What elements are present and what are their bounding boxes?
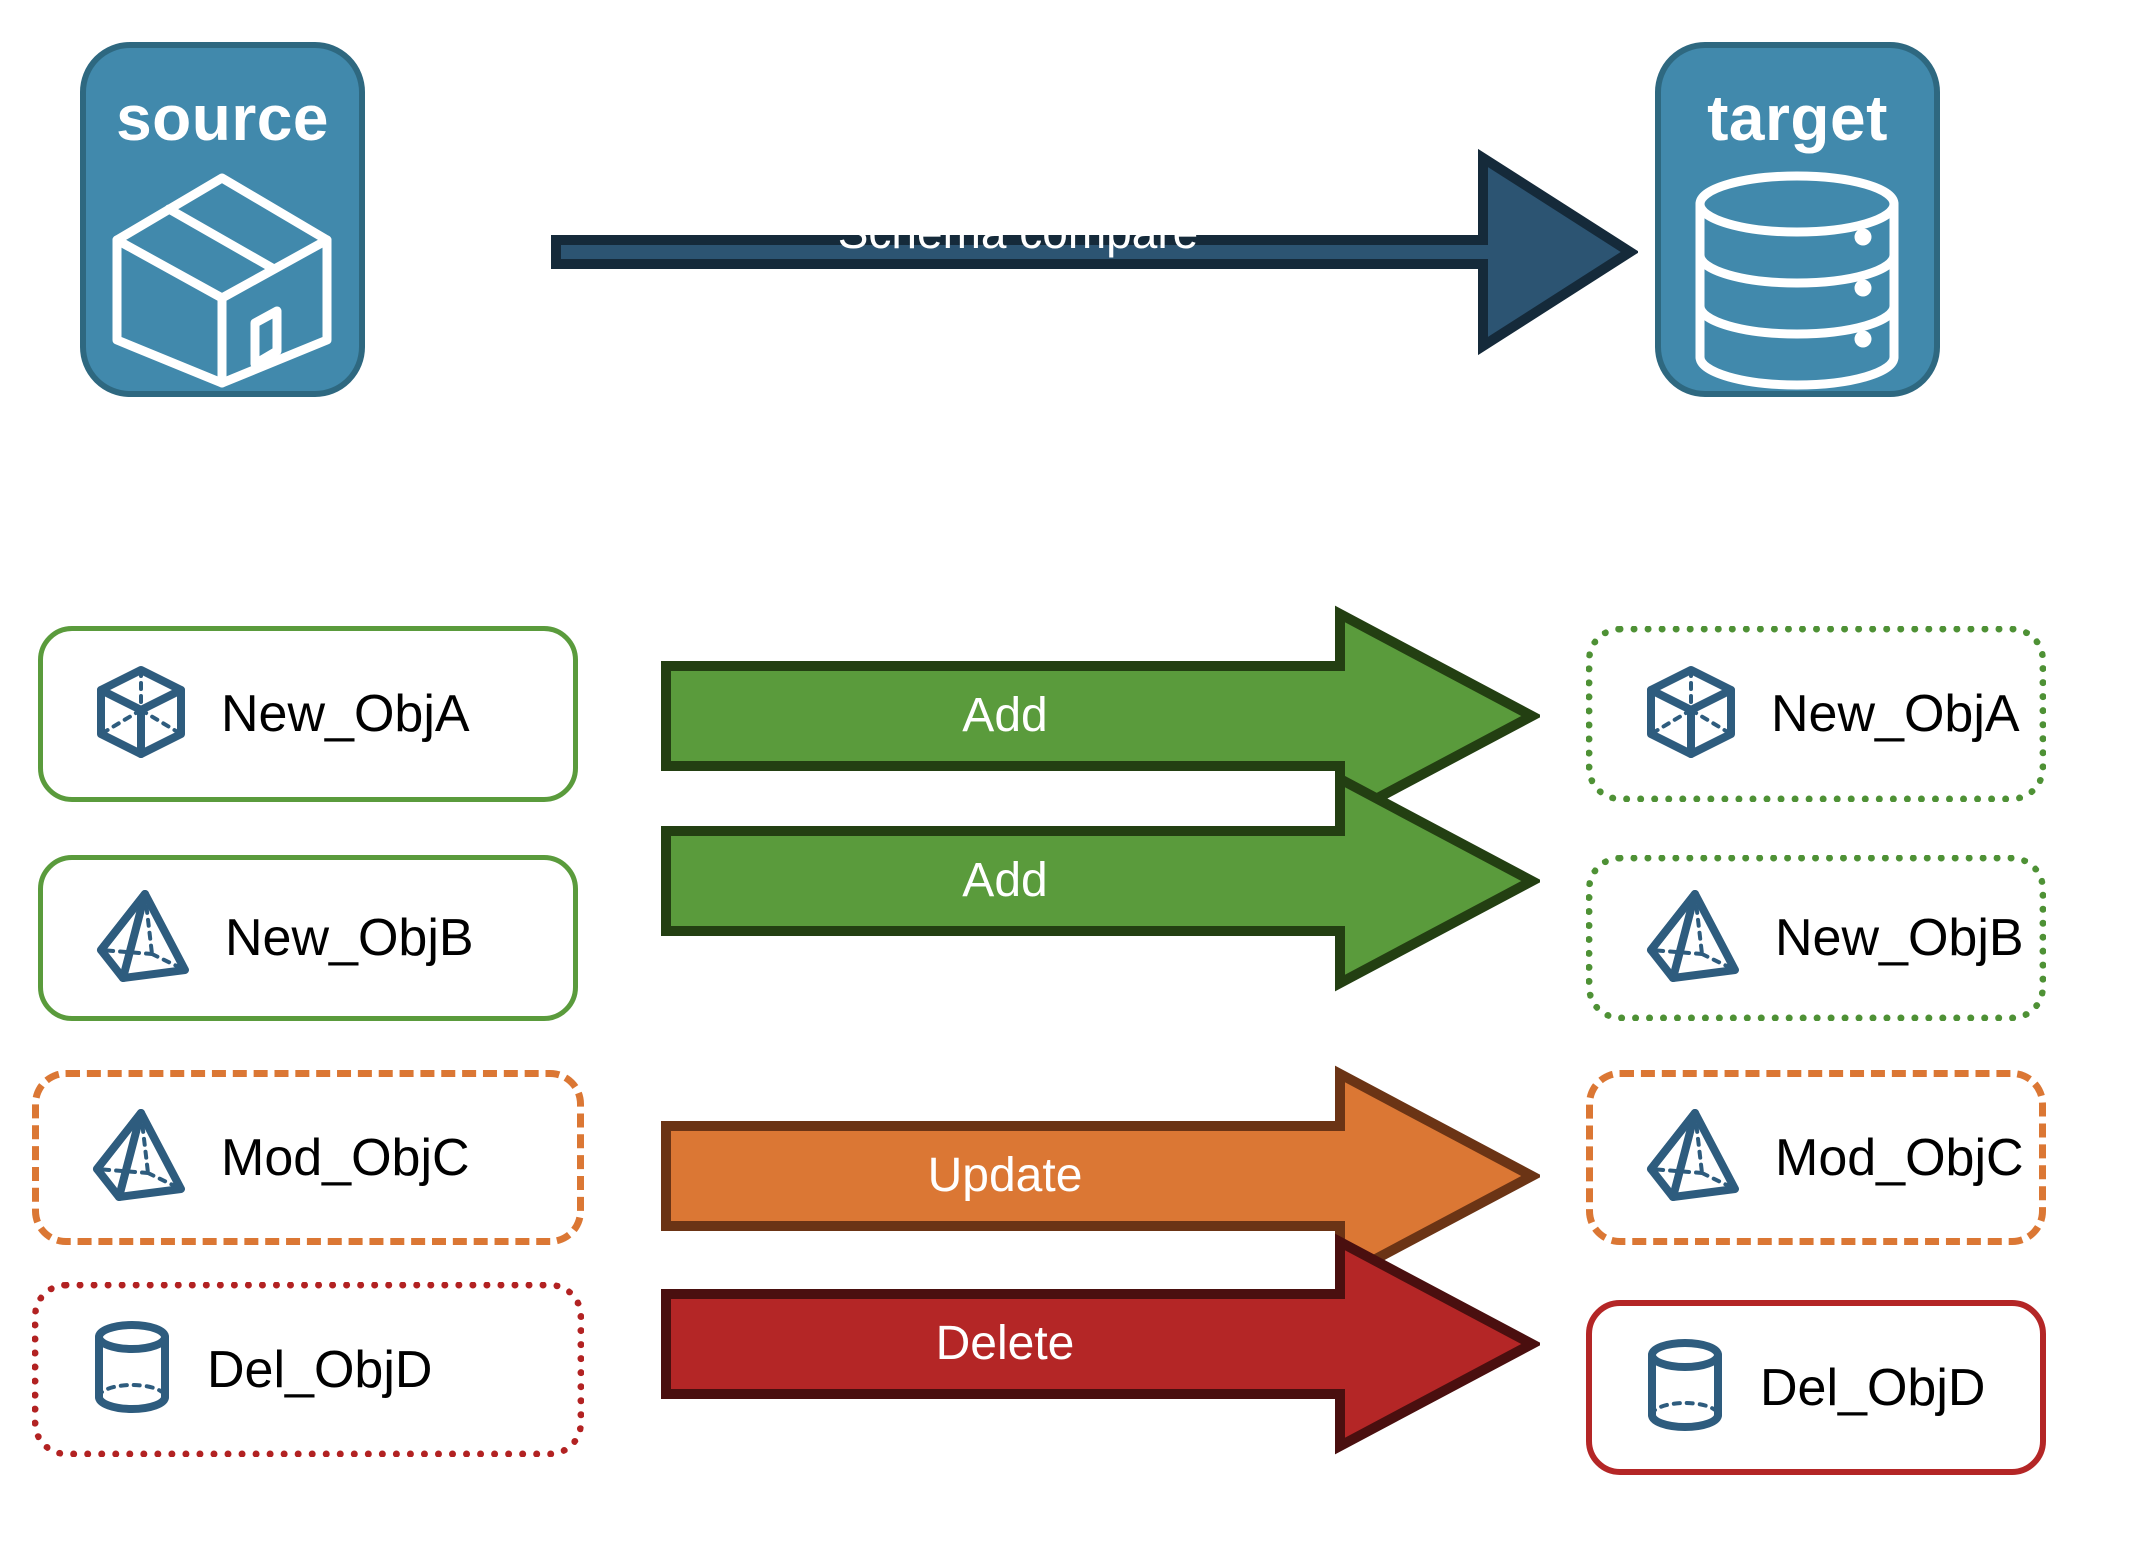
- target-object-row-4[interactable]: Del_ObjD: [1586, 1300, 2046, 1475]
- action-label-add-2: Add: [962, 854, 1048, 907]
- action-arrow-add-2: [660, 765, 1543, 997]
- target-object-label-1: New_ObjA: [1771, 685, 2020, 743]
- target-object-label-3: Mod_ObjC: [1775, 1128, 2024, 1187]
- cube-icon: [95, 664, 187, 765]
- action-arrow-update: [660, 1060, 1543, 1292]
- source-object-row-1[interactable]: New_ObjA: [38, 626, 578, 802]
- target-object-row-1[interactable]: New_ObjA: [1586, 626, 2046, 802]
- source-object-label-4: Del_ObjD: [207, 1340, 433, 1399]
- target-endpoint-card: target: [1655, 42, 1940, 397]
- schema-compare-label: Schema compare: [837, 206, 1199, 258]
- pyramid-icon: [91, 1107, 187, 1208]
- pyramid-icon: [1645, 1107, 1741, 1208]
- cylinder-icon: [1644, 1337, 1726, 1438]
- pyramid-icon: [95, 888, 191, 989]
- source-title: source: [116, 82, 329, 154]
- target-object-row-2[interactable]: New_ObjB: [1586, 855, 2046, 1021]
- source-object-label-1: New_ObjA: [221, 685, 470, 743]
- pyramid-icon: [1645, 888, 1741, 989]
- action-arrow-delete: [660, 1228, 1543, 1460]
- database-cylinder-icon: [1690, 168, 1905, 398]
- action-label-add-1: Add: [962, 689, 1048, 742]
- action-arrow-add-1: [660, 600, 1543, 832]
- target-object-label-2: New_ObjB: [1775, 909, 2024, 967]
- source-endpoint-card: source: [80, 42, 365, 397]
- source-object-row-4[interactable]: Del_ObjD: [32, 1282, 584, 1457]
- source-object-row-3[interactable]: Mod_ObjC: [32, 1070, 584, 1245]
- target-title: target: [1707, 82, 1888, 154]
- source-object-label-2: New_ObjB: [225, 909, 474, 967]
- cylinder-icon: [91, 1319, 173, 1420]
- cube-icon: [1645, 664, 1737, 765]
- action-label-update: Update: [927, 1149, 1083, 1202]
- target-object-label-4: Del_ObjD: [1760, 1358, 1986, 1417]
- action-label-delete: Delete: [935, 1317, 1075, 1370]
- package-box-icon: [105, 168, 340, 398]
- target-object-row-3[interactable]: Mod_ObjC: [1586, 1070, 2046, 1245]
- source-object-row-2[interactable]: New_ObjB: [38, 855, 578, 1021]
- source-object-label-3: Mod_ObjC: [221, 1128, 470, 1187]
- schema-compare-arrow: [548, 140, 1640, 365]
